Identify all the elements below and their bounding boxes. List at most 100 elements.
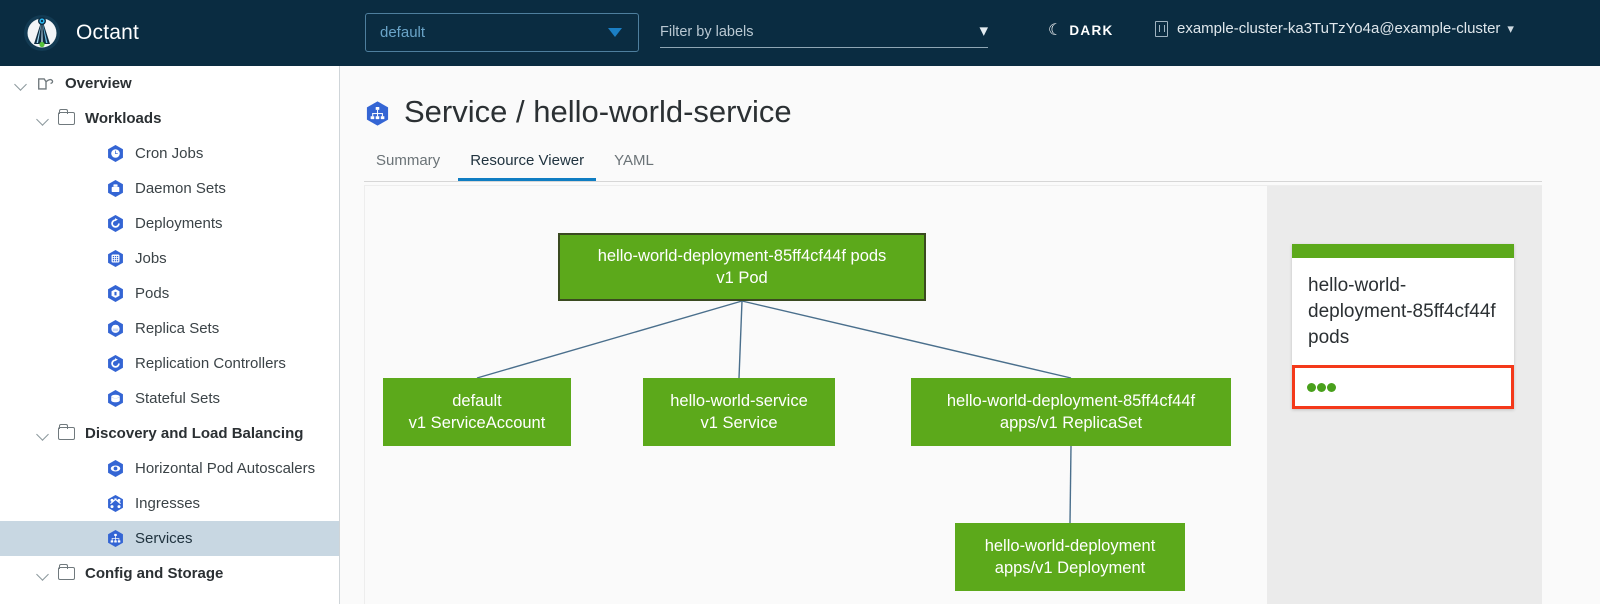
sidebar-item-overview[interactable]: Overview xyxy=(0,66,339,101)
top-bar: Octant default Filter by labels ▾ ☾ DARK… xyxy=(0,0,1600,66)
folder-icon xyxy=(58,564,75,580)
sidebar-item-label: Deployments xyxy=(135,215,223,232)
service-icon xyxy=(364,99,391,126)
graph-node-name: hello-world-service xyxy=(670,392,808,410)
sidebar-item-cron-jobs[interactable]: Cron Jobs xyxy=(0,136,339,171)
job-icon xyxy=(106,249,125,268)
resource-viewer: hello-world-deployment-85ff4cf44f pods v1… xyxy=(364,185,1542,604)
tab-summary[interactable]: Summary xyxy=(376,152,441,169)
chevron-down-icon[interactable]: ▾ xyxy=(979,20,988,40)
graph-node-kind: v1 ServiceAccount xyxy=(408,414,546,432)
status-dots xyxy=(1307,382,1336,392)
graph-node-name: hello-world-deployment-85ff4cf44f pods xyxy=(597,247,887,265)
graph-node-kind: apps/v1 ReplicaSet xyxy=(999,414,1143,432)
ingress-icon xyxy=(106,494,125,513)
detail-card-title: hello-world-deployment-85ff4cf44f pods xyxy=(1308,275,1496,348)
chevron-down-icon[interactable] xyxy=(14,77,28,91)
brand[interactable]: Octant xyxy=(22,13,322,53)
tab-resource-viewer[interactable]: Resource Viewer xyxy=(458,152,597,181)
graph-node-name: hello-world-deployment-85ff4cf44f xyxy=(946,392,1196,410)
graph-node-kind: v1 Pod xyxy=(716,269,768,287)
detail-card[interactable]: hello-world-deployment-85ff4cf44f pods xyxy=(1292,244,1514,409)
status-dot xyxy=(1317,382,1326,392)
tab-bar: Summary Resource Viewer YAML xyxy=(364,147,1542,182)
sidebar-item-label: Pods xyxy=(135,285,170,302)
sidebar-item-stateful-sets[interactable]: Stateful Sets xyxy=(0,381,339,416)
graph-node-replicaset[interactable]: hello-world-deployment-85ff4cf44f apps/v1… xyxy=(911,378,1231,446)
deployment-icon xyxy=(106,214,125,233)
sidebar-item-workloads[interactable]: Workloads xyxy=(0,101,339,136)
sidebar-item-label: Stateful Sets xyxy=(135,390,221,407)
sidebar-item-daemon-sets[interactable]: Daemon Sets xyxy=(0,171,339,206)
cronjob-icon xyxy=(106,144,125,163)
label-filter-placeholder: Filter by labels xyxy=(660,23,754,40)
chevron-down-icon[interactable] xyxy=(36,427,50,441)
detail-panel: hello-world-deployment-85ff4cf44f pods xyxy=(1267,185,1542,604)
brand-name: Octant xyxy=(76,21,140,44)
sidebar-item-label: Replication Controllers xyxy=(135,355,286,372)
graph-node-name: hello-world-deployment xyxy=(984,537,1156,555)
folder-icon xyxy=(58,109,75,125)
sidebar-item-services[interactable]: Services xyxy=(0,521,339,556)
sidebar-item-config-and-storage[interactable]: Config and Storage xyxy=(0,556,339,591)
graph-edge-pod-to-sa xyxy=(476,300,743,379)
sidebar-item-label: Workloads xyxy=(85,110,162,127)
chevron-down-icon[interactable] xyxy=(36,567,50,581)
resource-graph-canvas[interactable]: hello-world-deployment-85ff4cf44f pods v1… xyxy=(364,185,1267,604)
tab-yaml[interactable]: YAML xyxy=(614,152,654,169)
sidebar-item-label: Discovery and Load Balancing xyxy=(85,425,304,442)
sidebar-item-label: Replica Sets xyxy=(135,320,220,337)
sidebar-item-label: Daemon Sets xyxy=(135,180,226,197)
detail-card-stripe xyxy=(1292,244,1514,258)
replicaset-icon xyxy=(106,319,125,338)
statefulset-icon xyxy=(106,389,125,408)
graph-edge-pod-to-service xyxy=(738,300,743,379)
moon-icon: ☾ xyxy=(1048,22,1063,39)
detail-card-status[interactable] xyxy=(1292,365,1514,409)
folder-icon xyxy=(58,424,75,440)
sidebar-item-label: Overview xyxy=(65,75,132,92)
sidebar-item-label: Cron Jobs xyxy=(135,145,204,162)
graph-node-pod[interactable]: hello-world-deployment-85ff4cf44f pods v1… xyxy=(558,233,926,301)
chevron-down-icon: ▾ xyxy=(1507,20,1514,36)
main-content: Service / hello-world-service Summary Res… xyxy=(340,66,1600,604)
sidebar-item-pods[interactable]: Pods xyxy=(0,276,339,311)
page-title-text: Service / hello-world-service xyxy=(404,94,792,129)
theme-toggle[interactable]: ☾ DARK xyxy=(1048,20,1114,40)
sidebar-item-ingresses[interactable]: Ingresses xyxy=(0,486,339,521)
sidebar-item-jobs[interactable]: Jobs xyxy=(0,241,339,276)
cluster-picker[interactable]: example-cluster-ka3TuTzYo4a@example-clus… xyxy=(1155,20,1514,37)
sidebar-item-label: Ingresses xyxy=(135,495,201,512)
rc-icon xyxy=(106,354,125,373)
service-icon xyxy=(106,529,125,548)
sidebar-item-replica-sets[interactable]: Replica Sets xyxy=(0,311,339,346)
status-dot xyxy=(1307,382,1316,392)
pod-icon xyxy=(106,284,125,303)
chevron-down-icon[interactable] xyxy=(36,112,50,126)
daemonset-icon xyxy=(106,179,125,198)
graph-node-sa[interactable]: default v1 ServiceAccount xyxy=(383,378,571,446)
cluster-icon xyxy=(1155,20,1168,37)
hpa-icon xyxy=(106,459,125,478)
overview-icon xyxy=(36,75,56,92)
sidebar-item-deployments[interactable]: Deployments xyxy=(0,206,339,241)
sidebar-item-discovery-and-load-balancing[interactable]: Discovery and Load Balancing xyxy=(0,416,339,451)
sidebar-item-replication-controllers[interactable]: Replication Controllers xyxy=(0,346,339,381)
namespace-select[interactable]: default xyxy=(365,13,639,52)
sidebar-item-horizontal-pod-autoscalers[interactable]: Horizontal Pod Autoscalers xyxy=(0,451,339,486)
sidebar-item-label: Config and Storage xyxy=(85,565,224,582)
octant-logo-icon xyxy=(22,13,62,53)
graph-edge-pod-to-replicaset xyxy=(741,300,1072,379)
sidebar-item-label: Jobs xyxy=(135,250,167,267)
namespace-value: default xyxy=(380,24,426,41)
graph-node-name: default xyxy=(452,392,502,410)
caret-down-icon xyxy=(608,28,622,37)
theme-toggle-label: DARK xyxy=(1069,22,1114,38)
label-filter-input[interactable]: Filter by labels ▾ xyxy=(660,16,988,48)
page-title: Service / hello-world-service xyxy=(364,94,1600,130)
sidebar-item-label: Horizontal Pod Autoscalers xyxy=(135,460,316,477)
cluster-name: example-cluster-ka3TuTzYo4a@example-clus… xyxy=(1177,20,1501,37)
